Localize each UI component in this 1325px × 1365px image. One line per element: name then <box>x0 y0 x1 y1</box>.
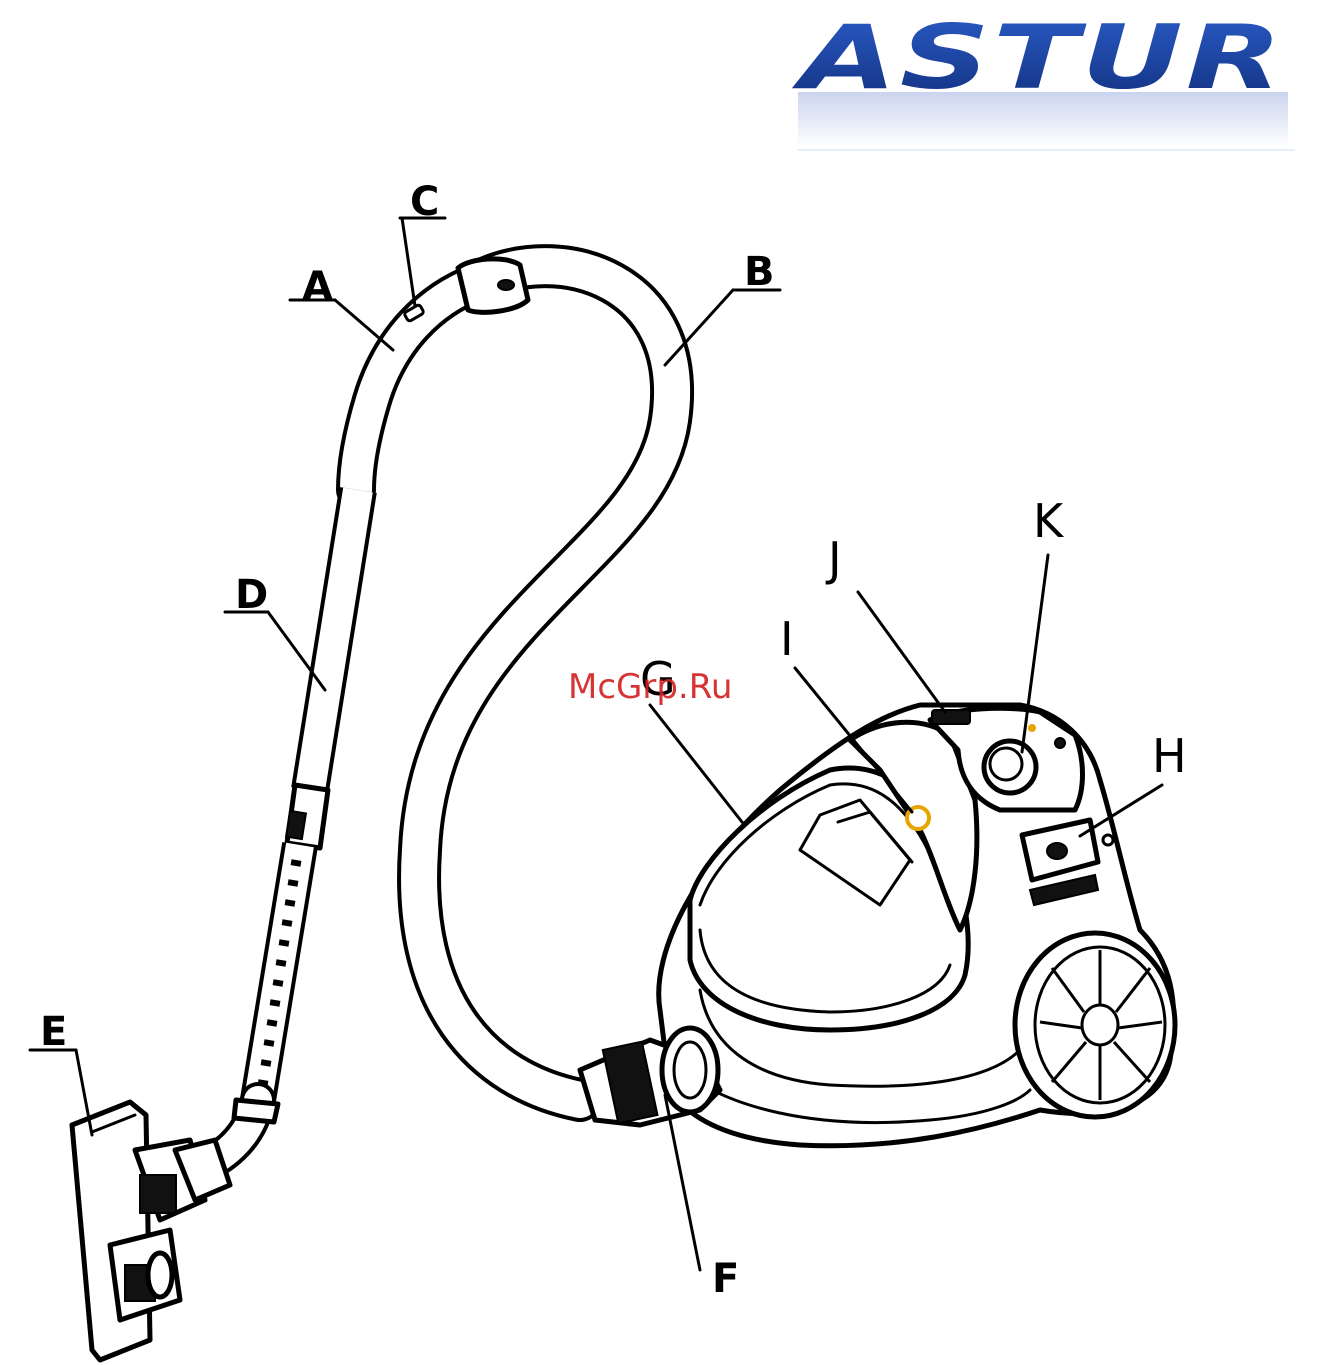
logo-reflection <box>798 92 1288 147</box>
label-F: F <box>712 1256 739 1302</box>
watermark-text: McGrp.Ru <box>568 667 732 707</box>
label-I: I <box>780 612 794 666</box>
handle <box>356 259 528 490</box>
label-H: H <box>1152 729 1187 783</box>
label-K: K <box>1033 494 1065 548</box>
brand-logo: ASTUR <box>791 6 1295 150</box>
label-E: E <box>40 1009 67 1055</box>
label-A: A <box>302 264 333 310</box>
label-B: B <box>744 249 775 295</box>
rear-wheel <box>1015 933 1175 1117</box>
label-J: J <box>825 532 842 586</box>
floor-nozzle <box>72 1102 230 1360</box>
telescopic-tube <box>195 490 358 1170</box>
cord-rewind-button <box>932 710 970 724</box>
